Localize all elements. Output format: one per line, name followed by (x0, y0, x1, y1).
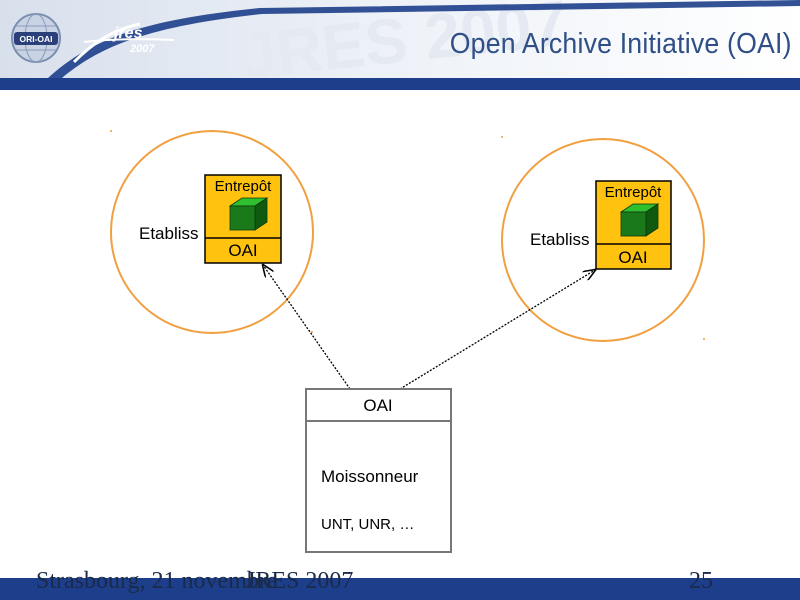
stray-dot (311, 331, 313, 333)
oai-logo-text: ORI-OAI (19, 34, 52, 44)
harvester-protocol: OAI (363, 396, 392, 415)
right-repository-protocol: OAI (618, 248, 647, 267)
left-repository-cube-icon (228, 197, 269, 231)
harvest-arrow-left (263, 265, 351, 390)
right-institution-circle (501, 138, 705, 342)
footer-page-number: 25 (689, 568, 713, 594)
right-repository: Entrepôt OAI (595, 180, 672, 270)
slide-title: Open Archive Initiative (OAI) (450, 28, 792, 60)
jres-logo-text: jres (112, 25, 143, 42)
footer-band (0, 578, 800, 600)
right-institution-label: Etabliss (530, 230, 590, 249)
footer-event: JRES 2007 (246, 568, 354, 594)
jres-logo: jres 2007 (72, 22, 175, 64)
harvester-name: Moissonneur (321, 467, 419, 486)
harvest-arrow-right (399, 270, 595, 390)
jres-logo-year: 2007 (129, 43, 155, 55)
left-institution-circle (110, 130, 314, 334)
left-institution-label: Etabliss (139, 224, 199, 243)
harvester-examples: UNT, UNR, … (321, 516, 414, 533)
ori-oai-logo: ORI-OAI (11, 13, 61, 63)
right-repository-cube-icon (619, 203, 660, 237)
harvester-box: OAI Moissonneur UNT, UNR, … (305, 388, 452, 553)
left-repository-protocol: OAI (228, 241, 257, 260)
right-repository-title: Entrepôt (605, 184, 663, 201)
left-repository-title: Entrepôt (215, 178, 273, 195)
stray-dot (703, 338, 705, 340)
stray-dot (501, 136, 503, 138)
header-banner: JRES 2007 (0, 0, 800, 90)
stray-dot (110, 130, 112, 132)
footer-location-date: Strasbourg, 21 novembre (36, 568, 278, 594)
left-repository: Entrepôt OAI (204, 174, 282, 264)
